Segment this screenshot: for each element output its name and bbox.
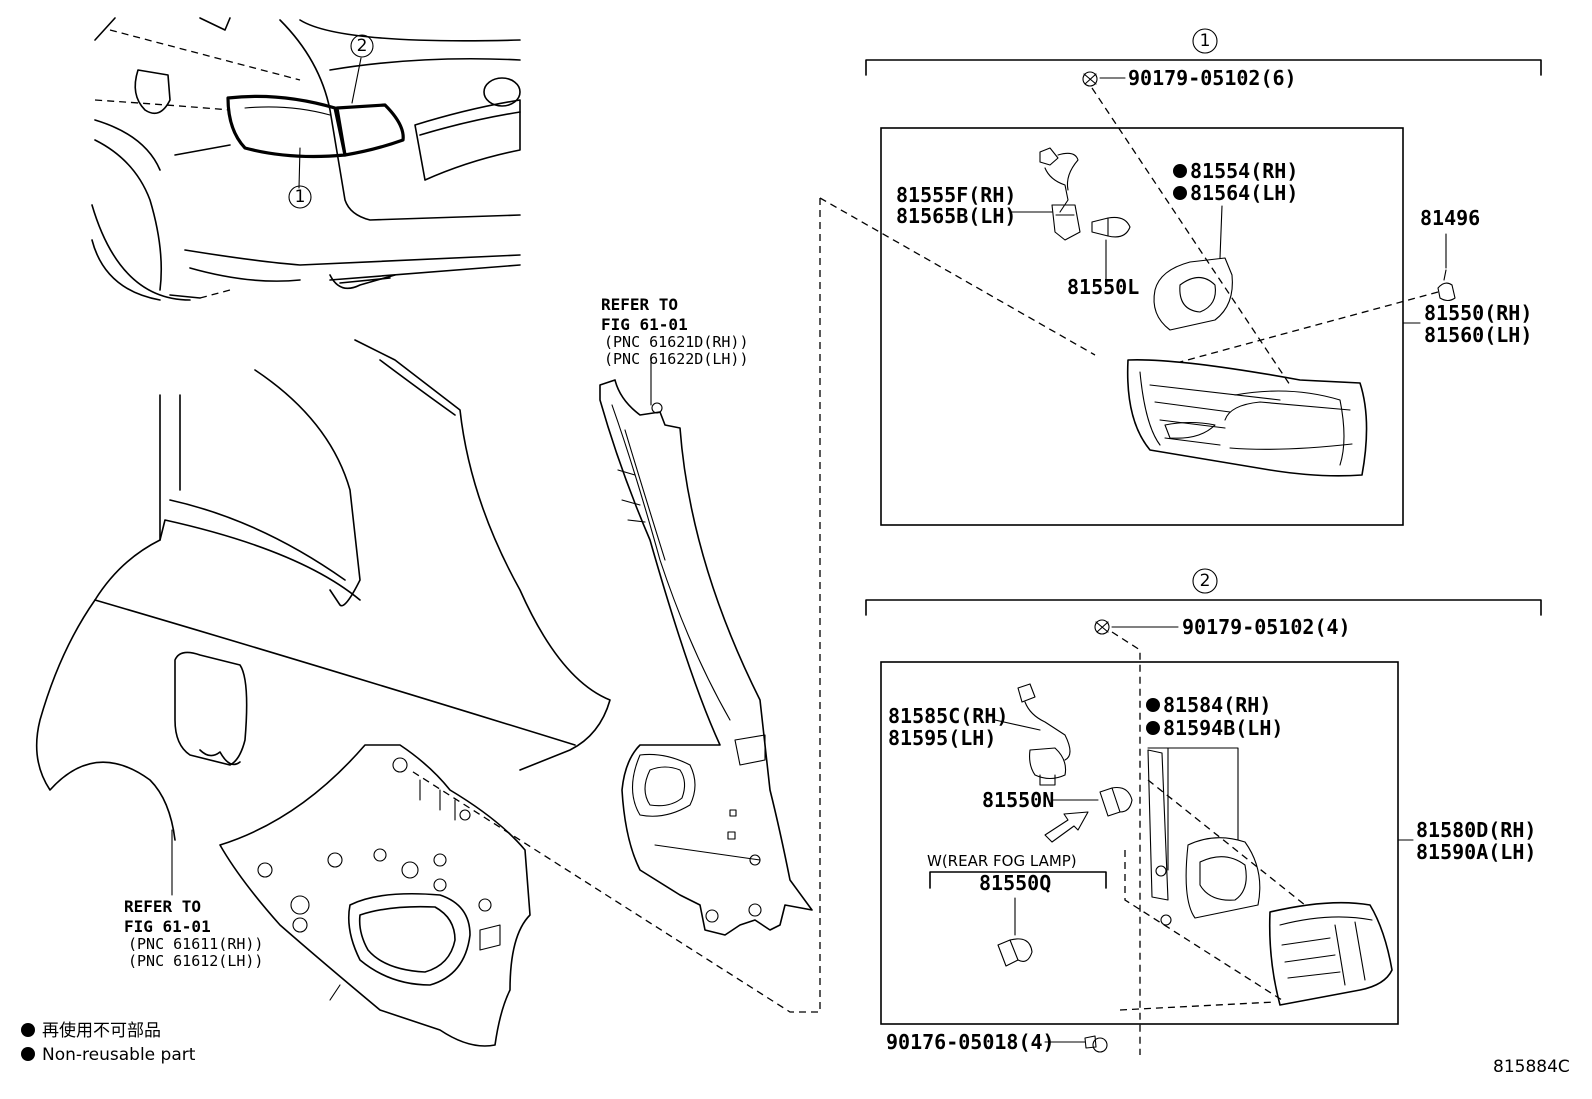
insert-arrow-icon (1044, 811, 1089, 843)
group2-gasket (1147, 749, 1261, 926)
group2-nonreusable-dot-lh (1146, 721, 1160, 735)
group-2-callout (1192, 568, 1218, 594)
refer-pillar-note: REFER TO FIG 61-01 (PNC 61621D(RH)) (PNC… (601, 295, 749, 368)
group1-nonreusable-dot-rh (1173, 164, 1187, 178)
group1-socket-lh: 81565B(LH) (896, 204, 1016, 228)
group2-bulb-number: 81550N (982, 788, 1054, 812)
group-1-outer-lamp: 1 90179-05102(6) 81555F(RH) 81565B(LH) 8… (865, 28, 1542, 526)
group2-lamp-lh: 81590A(LH) (1416, 840, 1536, 864)
group2-fog-bulb-number: 81550Q (979, 871, 1051, 895)
inner-tail-lamp-outline (335, 103, 405, 157)
outer-tail-lamp-outline (226, 94, 347, 159)
group-2-box (880, 661, 1399, 1025)
group2-bolt-number: 90179-05102(4) (1182, 615, 1351, 639)
refer-rear-pnc1: (PNC 61611(RH)) (128, 935, 263, 953)
legend: 再使用不可部品 Non-reusable part (21, 1020, 196, 1065)
group1-lamp-lh: 81560(LH) (1424, 323, 1532, 347)
group-1-box (880, 127, 1404, 526)
legend-dot-japanese (21, 1023, 35, 1037)
callout-2-label: 2 (357, 36, 368, 56)
group1-clip-number: 81496 (1420, 206, 1480, 230)
group-1-callout-label: 1 (1200, 31, 1211, 51)
refer-pillar-pnc2: (PNC 61622D(LH)) (604, 350, 749, 368)
group1-clip (1437, 269, 1456, 302)
group1-gasket (1153, 257, 1233, 331)
group2-socket-rh: 81585C(RH) (888, 704, 1008, 728)
pillar-inner-drawing (599, 355, 813, 936)
group1-gasket-lh: 81564(LH) (1190, 181, 1298, 205)
refer-rear-note: REFER TO FIG 61-01 (PNC 61611(RH)) (PNC … (124, 897, 263, 970)
rear-car-view: 2 1 (91, 17, 521, 301)
legend-english: Non-reusable part (42, 1045, 196, 1065)
figure-id: 815884C (1493, 1057, 1570, 1077)
quarter-panel-drawing (35, 339, 611, 1047)
refer-pillar-line2: FIG 61-01 (601, 315, 688, 334)
fog-lamp-label: W(REAR FOG LAMP) (927, 852, 1077, 870)
callout-1-top (288, 185, 312, 209)
group2-gasket-rh: 81584(RH) (1163, 693, 1271, 717)
group1-lamp-rh: 81550(RH) (1424, 301, 1532, 325)
group2-socket-lh: 81595(LH) (888, 726, 996, 750)
group2-gasket-lh: 81594B(LH) (1163, 716, 1283, 740)
group1-gasket-rh: 81554(RH) (1190, 159, 1298, 183)
group-2-bracket (865, 599, 1542, 616)
group2-socket (1017, 683, 1071, 786)
group2-bulb (1099, 786, 1133, 817)
callout-1-label: 1 (295, 187, 306, 207)
mount-dashed-leader (409, 198, 821, 1013)
group-2-callout-label: 2 (1200, 571, 1211, 591)
group-1-callout (1192, 28, 1218, 54)
group-1-bracket (865, 59, 1542, 76)
refer-pillar-line1: REFER TO (601, 295, 678, 314)
group-2-inner-lamp: 2 90179-05102(4) 81585C(RH) 81595(LH) 81… (865, 568, 1542, 1055)
group1-bolt (1082, 71, 1098, 87)
group1-bulb (1091, 216, 1131, 238)
group1-nonreusable-dot-lh (1173, 186, 1187, 200)
legend-japanese: 再使用不可部品 (42, 1020, 161, 1041)
group1-socket-rh: 81555F(RH) (896, 183, 1016, 207)
legend-dot-english (21, 1047, 35, 1061)
group2-bottom-bolt (1084, 1035, 1108, 1053)
group2-bolt (1094, 619, 1110, 635)
refer-rear-line1: REFER TO (124, 897, 201, 916)
group2-lamp (1268, 901, 1393, 1006)
fog-lamp-bracket (929, 871, 1107, 889)
group1-bulb-number: 81550L (1067, 275, 1139, 299)
group1-lamp (1126, 359, 1368, 477)
group2-fog-bulb (997, 938, 1033, 967)
group2-bottom-bolt-number: 90176-05018(4) (886, 1030, 1055, 1054)
group1-socket (1039, 147, 1081, 241)
group2-lamp-rh: 81580D(RH) (1416, 818, 1536, 842)
refer-rear-line2: FIG 61-01 (124, 917, 211, 936)
callout-2-top (350, 34, 374, 58)
refer-pillar-pnc1: (PNC 61621D(RH)) (604, 333, 749, 351)
refer-rear-pnc2: (PNC 61612(LH)) (128, 952, 263, 970)
group1-bolt-number: 90179-05102(6) (1128, 66, 1297, 90)
upper-dashed-leader (819, 197, 1096, 356)
group2-nonreusable-dot-rh (1146, 698, 1160, 712)
